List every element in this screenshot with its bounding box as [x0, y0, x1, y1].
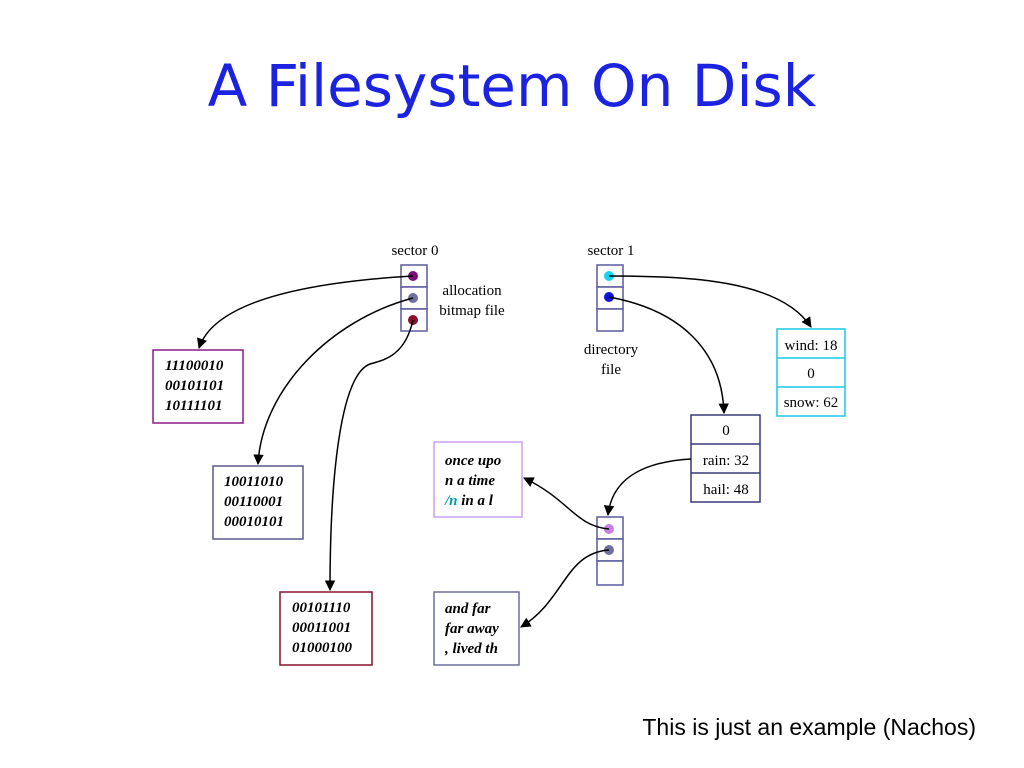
arrow-dir-to-file	[603, 458, 692, 517]
arrow-dir-middle	[608, 296, 729, 415]
arrow-bitmap-1	[197, 275, 414, 349]
bits-line: 11100010	[165, 358, 224, 374]
text-line: , lived th	[444, 641, 498, 657]
dir-entry: 0	[722, 423, 730, 439]
text-line: /n in a l	[444, 493, 494, 509]
text-file-header	[596, 516, 624, 586]
dir-entry: rain: 32	[703, 453, 749, 469]
dir-entry: wind: 18	[785, 338, 838, 354]
arrow-bitmap-3	[324, 319, 414, 592]
directory-label: directory	[584, 342, 639, 358]
dir-entry: 0	[807, 366, 815, 382]
bits-line: 00101110	[292, 600, 351, 616]
sector-0-label: sector 0	[391, 243, 438, 259]
header-cell	[596, 560, 624, 586]
bitmap-block-3: 00101110 00011001 01000100	[279, 591, 373, 666]
text-block-bottom: and far far away , lived th	[433, 591, 520, 666]
arrow-text-top	[523, 477, 610, 530]
arrow-text-bottom	[520, 549, 610, 628]
footer-note: This is just an example (Nachos)	[642, 714, 976, 740]
text-block-top: once upo n a time /n in a l	[433, 441, 523, 518]
sector-1-label: sector 1	[587, 243, 634, 259]
allocation-label: allocation	[442, 283, 502, 299]
bits-line: 00110001	[224, 494, 283, 510]
directory-file-header	[596, 264, 624, 332]
file-label: file	[601, 362, 621, 378]
directory-block-right: wind: 18 0 snow: 62	[776, 328, 846, 417]
text-line: and far	[445, 601, 491, 617]
bits-line: 10011010	[224, 474, 284, 490]
text-line: far away	[445, 621, 499, 637]
bits-line: 00010101	[224, 514, 284, 530]
bitmap-file-label: bitmap file	[439, 303, 505, 319]
slide-title: A Filesystem On Disk	[207, 52, 817, 120]
newline-marker: /n	[444, 493, 458, 509]
text-line: once upo	[445, 453, 501, 469]
dir-entry: hail: 48	[703, 482, 748, 498]
bits-line: 00011001	[292, 620, 351, 636]
text-line: n a time	[445, 473, 495, 489]
bits-line: 10111101	[165, 398, 223, 414]
bitmap-file-header	[400, 264, 428, 332]
header-cell	[596, 308, 624, 332]
arrow-dir-right	[608, 275, 812, 328]
text-fragment: in a l	[458, 493, 494, 509]
arrow-bitmap-2	[253, 297, 414, 466]
bits-line: 00101101	[165, 378, 224, 394]
dir-entry: snow: 62	[784, 395, 839, 411]
bitmap-block-1: 11100010 00101101 10111101	[152, 349, 244, 424]
bits-line: 01000100	[292, 640, 353, 656]
directory-block-middle: 0 rain: 32 hail: 48	[690, 414, 761, 503]
bitmap-block-2: 10011010 00110001 00010101	[212, 465, 304, 540]
